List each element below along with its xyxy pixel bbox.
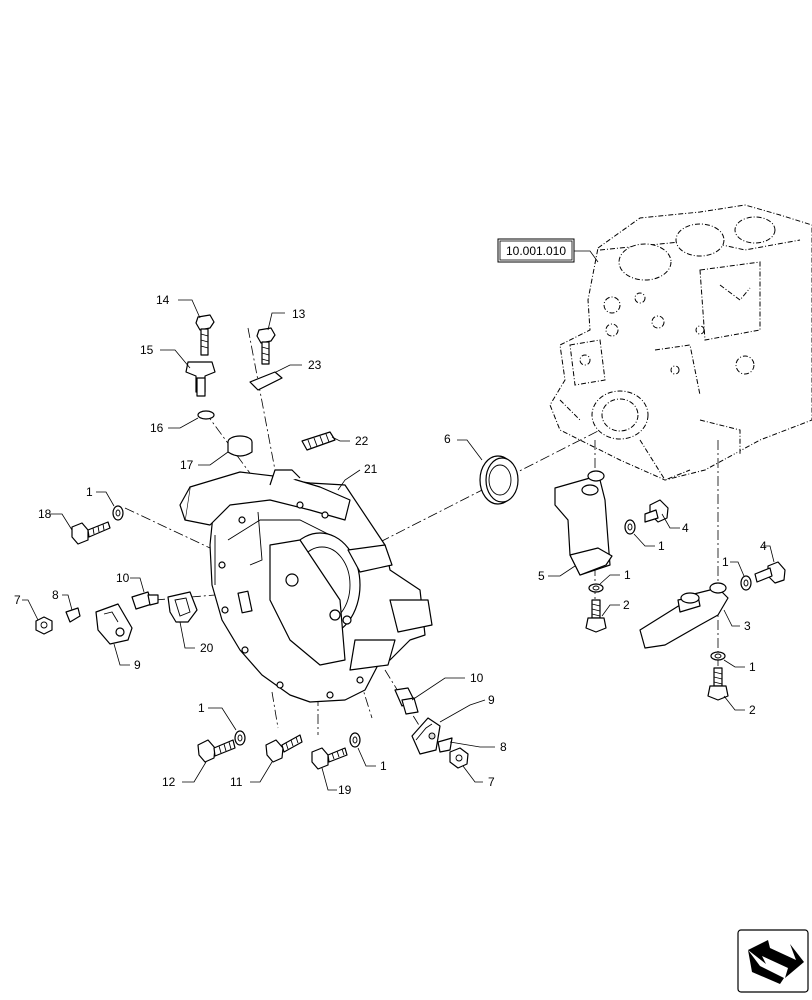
callout-22: 22: [355, 434, 369, 448]
clip-8b[interactable]: [437, 737, 453, 753]
callout-15: 15: [140, 343, 154, 357]
callout-11: 11: [230, 775, 243, 789]
washer-1f[interactable]: [740, 575, 752, 591]
washer-1b[interactable]: [234, 730, 246, 746]
callout-1a: 1: [86, 485, 93, 499]
nut-7b[interactable]: [449, 747, 469, 769]
engine-block-illustration: [549, 204, 812, 481]
speed-sensor[interactable]: [185, 361, 216, 397]
callout-7b: 7: [488, 775, 495, 789]
callout-7a: 7: [14, 593, 21, 607]
callout-8a: 8: [52, 588, 59, 602]
bolt-14[interactable]: [195, 314, 215, 356]
callout-10a: 10: [116, 571, 130, 585]
leader-lines: [22, 299, 775, 791]
callout-5: 5: [538, 569, 545, 583]
bracket-3[interactable]: [639, 582, 729, 649]
navigation-arrow-icon[interactable]: [737, 929, 809, 993]
callout-4a: 4: [682, 521, 689, 535]
bolt-2a[interactable]: [585, 599, 607, 633]
callout-14: 14: [156, 293, 170, 307]
callout-2a: 2: [623, 598, 630, 612]
bolt-11[interactable]: [265, 734, 303, 763]
callout-3: 3: [744, 619, 751, 633]
o-ring-16[interactable]: [197, 410, 215, 420]
cover-9a[interactable]: [95, 603, 133, 645]
callout-8b: 8: [500, 740, 507, 754]
sensor-10b[interactable]: [394, 687, 419, 715]
washer-1d[interactable]: [624, 519, 636, 535]
bolt-2b[interactable]: [707, 667, 729, 701]
gasket-20[interactable]: [167, 591, 198, 623]
callout-labels: 14 13 15 23 16 22 17 21 6 1 18 10 7 8 9 …: [14, 293, 767, 797]
callout-19: 19: [338, 783, 352, 797]
callout-21: 21: [364, 462, 378, 476]
bolt-19[interactable]: [311, 747, 348, 770]
callout-20: 20: [200, 641, 214, 655]
washer-1c[interactable]: [349, 732, 361, 748]
callout-18: 18: [38, 507, 52, 521]
callout-9a: 9: [134, 658, 141, 672]
callout-16: 16: [150, 421, 164, 435]
bolt-4b[interactable]: [754, 561, 786, 584]
nut-7a[interactable]: [35, 616, 53, 635]
callout-4b: 4: [760, 539, 767, 553]
callout-17: 17: [180, 458, 194, 472]
callout-1b: 1: [198, 701, 205, 715]
washer-1g[interactable]: [710, 651, 726, 661]
callout-10b: 10: [470, 671, 484, 685]
callout-9b: 9: [488, 693, 495, 707]
sensor-10a[interactable]: [131, 591, 159, 610]
bolt-12[interactable]: [197, 739, 236, 763]
washer-1a[interactable]: [112, 505, 124, 521]
reference-label: 10.001.010: [506, 244, 566, 258]
stud-22[interactable]: [301, 431, 336, 451]
callout-2b: 2: [749, 703, 756, 717]
bolt-13[interactable]: [256, 327, 276, 365]
washer-1e[interactable]: [588, 583, 604, 593]
callout-1e: 1: [624, 568, 631, 582]
callout-1c: 1: [380, 759, 387, 773]
callout-13: 13: [292, 307, 306, 321]
callout-1d: 1: [658, 539, 665, 553]
callout-12: 12: [162, 775, 176, 789]
reference-box[interactable]: 10.001.010: [497, 238, 575, 263]
callout-1f: 1: [722, 555, 729, 569]
bracket-5[interactable]: [554, 470, 613, 576]
cover-9b[interactable]: [411, 717, 441, 755]
bracket-23[interactable]: [249, 371, 283, 391]
callout-6: 6: [444, 432, 451, 446]
flywheel-housing[interactable]: [179, 469, 433, 703]
callout-23: 23: [308, 358, 322, 372]
clip-8a[interactable]: [65, 607, 81, 623]
bolt-18[interactable]: [71, 521, 111, 545]
oil-seal[interactable]: [479, 455, 519, 505]
plug-17[interactable]: [227, 435, 253, 457]
callout-1g: 1: [749, 660, 756, 674]
